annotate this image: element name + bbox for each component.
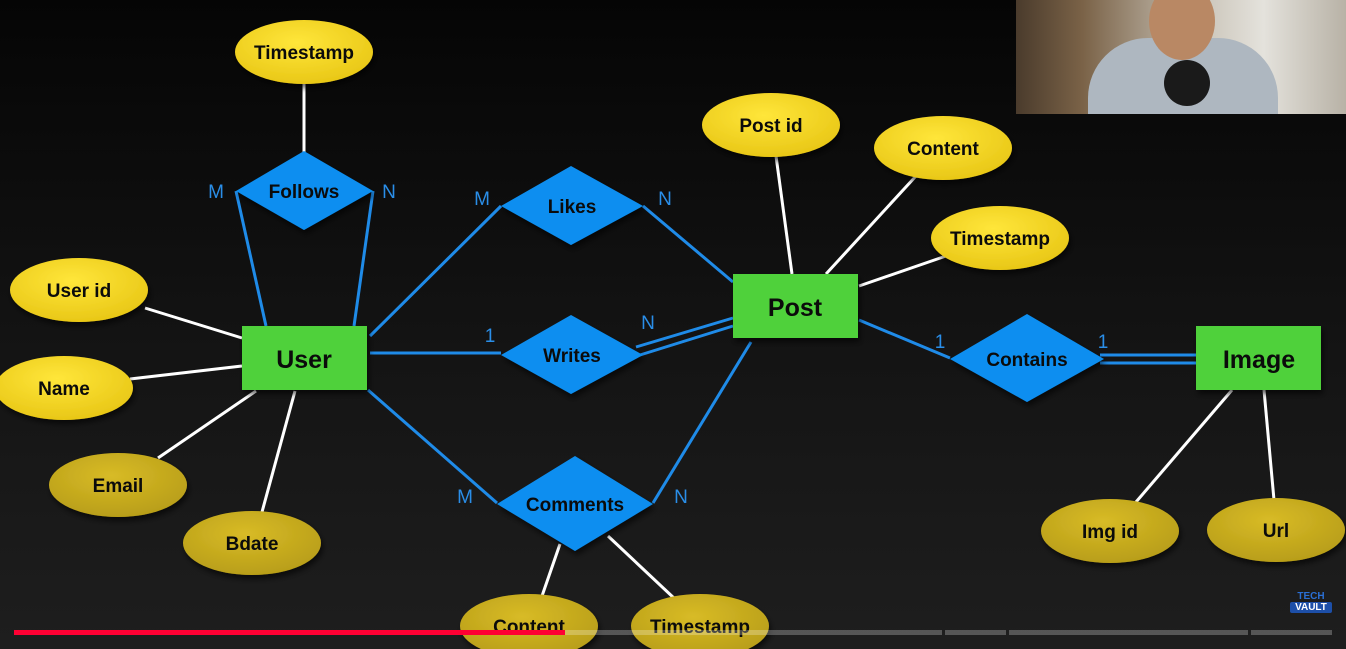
attribute-user-id: User id	[10, 258, 148, 322]
relationship-label: Writes	[543, 346, 601, 367]
line-user-userid	[144, 306, 243, 340]
entity-label: Image	[1223, 346, 1295, 374]
line-user-follows-right	[352, 190, 375, 327]
line-comments-post	[651, 341, 753, 504]
relationship-contains: Contains	[950, 314, 1104, 402]
relationship-label: Contains	[986, 350, 1067, 371]
cardinality-follows-left: M	[208, 182, 224, 203]
cardinality-comments-left: M	[457, 487, 473, 508]
entity-image: Image	[1196, 326, 1321, 390]
line-post-contains	[858, 318, 951, 360]
attribute-label: Content	[907, 139, 979, 160]
relationship-follows: Follows	[236, 151, 373, 230]
chapter-segment[interactable]	[1009, 630, 1248, 635]
attribute-label: Email	[93, 476, 144, 497]
line-comments-content	[540, 543, 562, 597]
logo-line-2: VAULT	[1290, 602, 1332, 613]
line-writes-post-1	[635, 316, 734, 349]
attribute-img-id: Img id	[1041, 499, 1179, 563]
relationship-label: Comments	[526, 495, 624, 516]
cardinality-writes-right: N	[641, 313, 655, 334]
entity-label: User	[276, 346, 332, 374]
attribute-label: Post id	[739, 116, 802, 137]
relationship-writes: Writes	[501, 315, 643, 394]
line-user-bdate	[260, 390, 297, 513]
cardinality-writes-left: 1	[485, 326, 496, 347]
attribute-label: Timestamp	[650, 617, 750, 638]
cardinality-follows-right: N	[382, 182, 396, 203]
attribute-comment-content: Content	[460, 594, 598, 649]
attribute-label: Bdate	[226, 534, 279, 555]
entity-user: User	[242, 326, 367, 390]
attribute-post-content: Content	[874, 116, 1012, 180]
relationship-likes: Likes	[501, 166, 643, 245]
relationship-label: Likes	[548, 197, 597, 218]
line-image-url	[1262, 389, 1276, 501]
line-user-comments	[367, 388, 498, 505]
line-user-email	[157, 389, 257, 460]
line-post-timestamp	[858, 254, 947, 288]
relationship-comments: Comments	[497, 456, 653, 551]
line-user-likes	[368, 204, 503, 338]
chapter-segment[interactable]	[945, 630, 1006, 635]
line-user-name	[129, 364, 243, 381]
attribute-follows-timestamp: Timestamp	[235, 20, 373, 84]
logo-line-1: TECH	[1297, 591, 1325, 602]
cardinality-likes-right: N	[658, 189, 672, 210]
line-user-follows-left	[234, 190, 268, 327]
connector-lines	[129, 82, 1276, 602]
video-progress-bar[interactable]	[14, 630, 1332, 635]
attribute-post-timestamp: Timestamp	[931, 206, 1069, 270]
line-likes-post	[642, 204, 734, 284]
attribute-user-bdate: Bdate	[183, 511, 321, 575]
attribute-post-id: Post id	[702, 93, 840, 157]
line-writes-post-2	[639, 324, 734, 357]
attribute-label: Url	[1263, 521, 1289, 542]
presenter-head	[1149, 0, 1215, 60]
webcam-overlay	[1016, 0, 1346, 114]
line-post-content	[824, 174, 918, 276]
cardinality-likes-left: M	[474, 189, 490, 210]
entity-label: Post	[768, 294, 823, 322]
attribute-label: Name	[38, 379, 90, 400]
attribute-label: User id	[47, 281, 111, 302]
attribute-user-email: Email	[49, 453, 187, 517]
cardinality-comments-right: N	[674, 487, 688, 508]
line-image-imgid	[1134, 389, 1234, 503]
entity-post: Post	[733, 274, 858, 338]
microphone	[1164, 60, 1210, 106]
progress-played	[14, 630, 565, 635]
attribute-label: Img id	[1082, 522, 1138, 543]
attribute-user-name: Name	[0, 356, 133, 420]
line-comments-timestamp	[606, 534, 678, 602]
cardinality-contains-right: 1	[1098, 332, 1109, 353]
attribute-label: Timestamp	[254, 43, 354, 64]
attribute-comment-timestamp: Timestamp	[631, 594, 769, 649]
chapter-segment[interactable]	[1251, 630, 1332, 635]
line-post-postid	[774, 155, 794, 275]
relationship-label: Follows	[269, 182, 340, 203]
cardinality-contains-left: 1	[935, 332, 946, 353]
attribute-img-url: Url	[1207, 498, 1345, 562]
attribute-label: Timestamp	[950, 229, 1050, 250]
channel-logo: TECH VAULT	[1290, 591, 1332, 615]
